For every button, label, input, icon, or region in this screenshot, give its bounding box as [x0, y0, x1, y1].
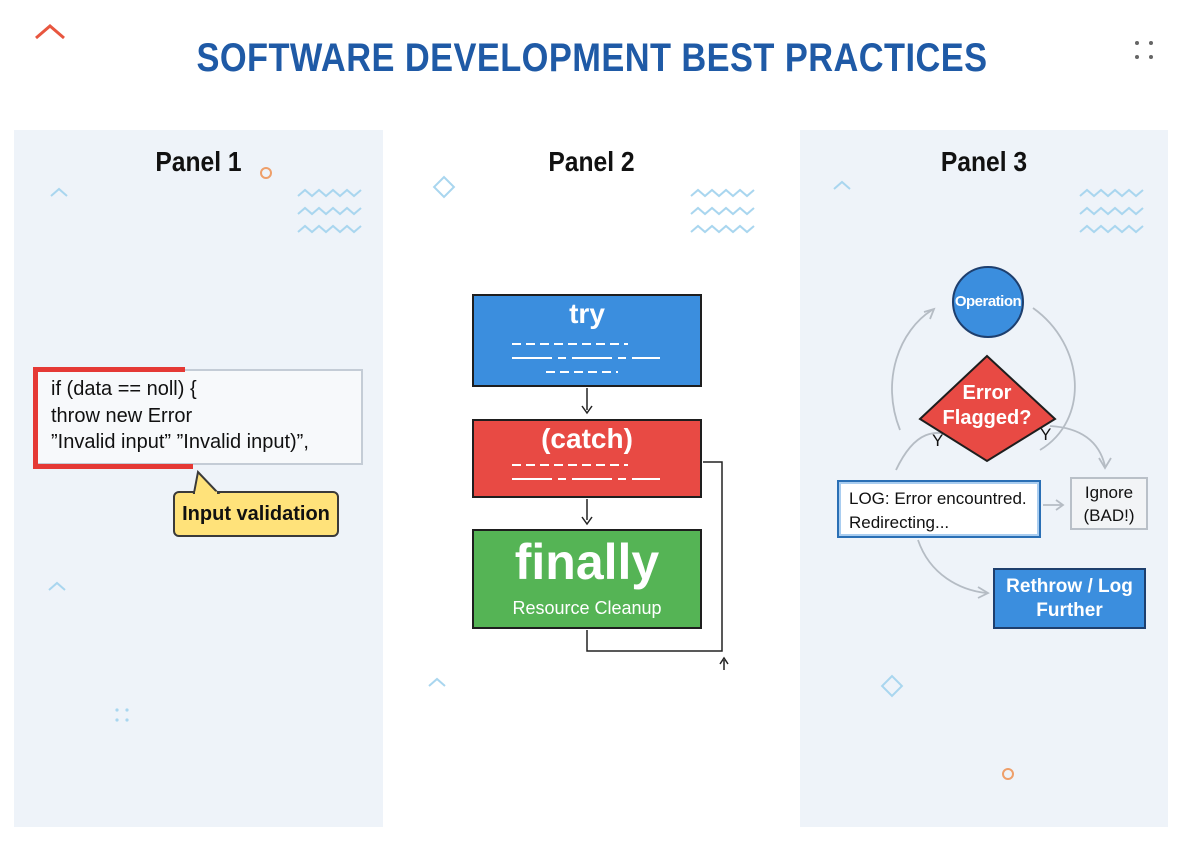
rethrow-box: Rethrow / Log Further — [993, 568, 1146, 629]
rethrow-line: Further — [1036, 600, 1103, 621]
panel-1: Panel 1 if (data == noll) { throw new Er… — [14, 130, 383, 827]
catch-block: (catch) — [472, 419, 702, 498]
finally-block: finally Resource Cleanup — [472, 529, 702, 629]
ignore-line: (BAD!) — [1083, 506, 1135, 525]
caret-deco-icon — [50, 187, 68, 197]
yes-label-right: Y — [1040, 425, 1052, 444]
flow-connectors — [891, 307, 1112, 599]
ignore-box: Ignore (BAD!) — [1070, 477, 1148, 530]
code-dashes — [512, 464, 660, 480]
chevron-up-icon[interactable] — [34, 22, 66, 42]
ring-deco-icon — [260, 167, 272, 179]
wave-deco-icon — [1079, 188, 1144, 234]
dots-deco-icon — [115, 708, 129, 722]
operation-node: Operation — [952, 266, 1024, 338]
code-line: throw new Error — [51, 405, 193, 427]
caret-deco-icon — [48, 581, 66, 591]
diamond-deco-icon — [432, 175, 456, 199]
caret-deco-icon — [428, 677, 446, 687]
code-accent — [33, 367, 38, 467]
code-line: ”Invalid input” ”Invalid input)”, — [51, 431, 309, 453]
error-flagged-decision: Error Flagged? — [920, 381, 1054, 431]
dots-grid-icon[interactable] — [1132, 38, 1156, 62]
rethrow-line: Rethrow / Log — [1006, 576, 1133, 597]
log-line: LOG: Error encountred. — [849, 489, 1027, 508]
yes-label-left: Y — [932, 431, 944, 450]
finally-sublabel: Resource Cleanup — [512, 598, 662, 618]
code-accent — [33, 464, 193, 469]
diamond-deco-icon — [880, 674, 904, 698]
finally-label: finally — [514, 534, 660, 590]
log-line: Redirecting... — [849, 513, 950, 532]
ignore-line: Ignore — [1084, 483, 1134, 502]
input-validation-callout: Input validation — [173, 491, 339, 537]
code-line: if (data == noll) { — [51, 378, 197, 400]
decision-line: Flagged? — [942, 407, 1032, 429]
page-title: SOFTWARE DEVELOPMENT BEST PRACTICES — [196, 36, 988, 80]
panel-3: Panel 3 Operation Error Flagged? Y Y LOG… — [800, 130, 1168, 827]
flow-connectors — [581, 388, 729, 670]
try-label: try — [569, 298, 605, 329]
caret-deco-icon — [833, 180, 851, 190]
try-block: try — [472, 294, 702, 387]
catch-label: (catch) — [541, 423, 633, 454]
decision-line: Error — [962, 382, 1012, 404]
code-box — [35, 369, 363, 465]
code-accent — [33, 367, 185, 372]
ring-deco-icon — [1002, 768, 1014, 780]
wave-deco-icon — [297, 188, 362, 234]
panel-heading: Panel 2 — [548, 146, 635, 177]
panel-heading: Panel 1 — [155, 146, 242, 177]
wave-deco-icon — [690, 188, 755, 234]
panel-2: Panel 2 try (catch) finally Resource Cle… — [383, 130, 800, 827]
code-dashes — [512, 343, 660, 373]
log-box: LOG: Error encountred. Redirecting... — [837, 480, 1041, 538]
panel-heading: Panel 3 — [940, 146, 1028, 177]
callout-tail — [192, 470, 221, 495]
